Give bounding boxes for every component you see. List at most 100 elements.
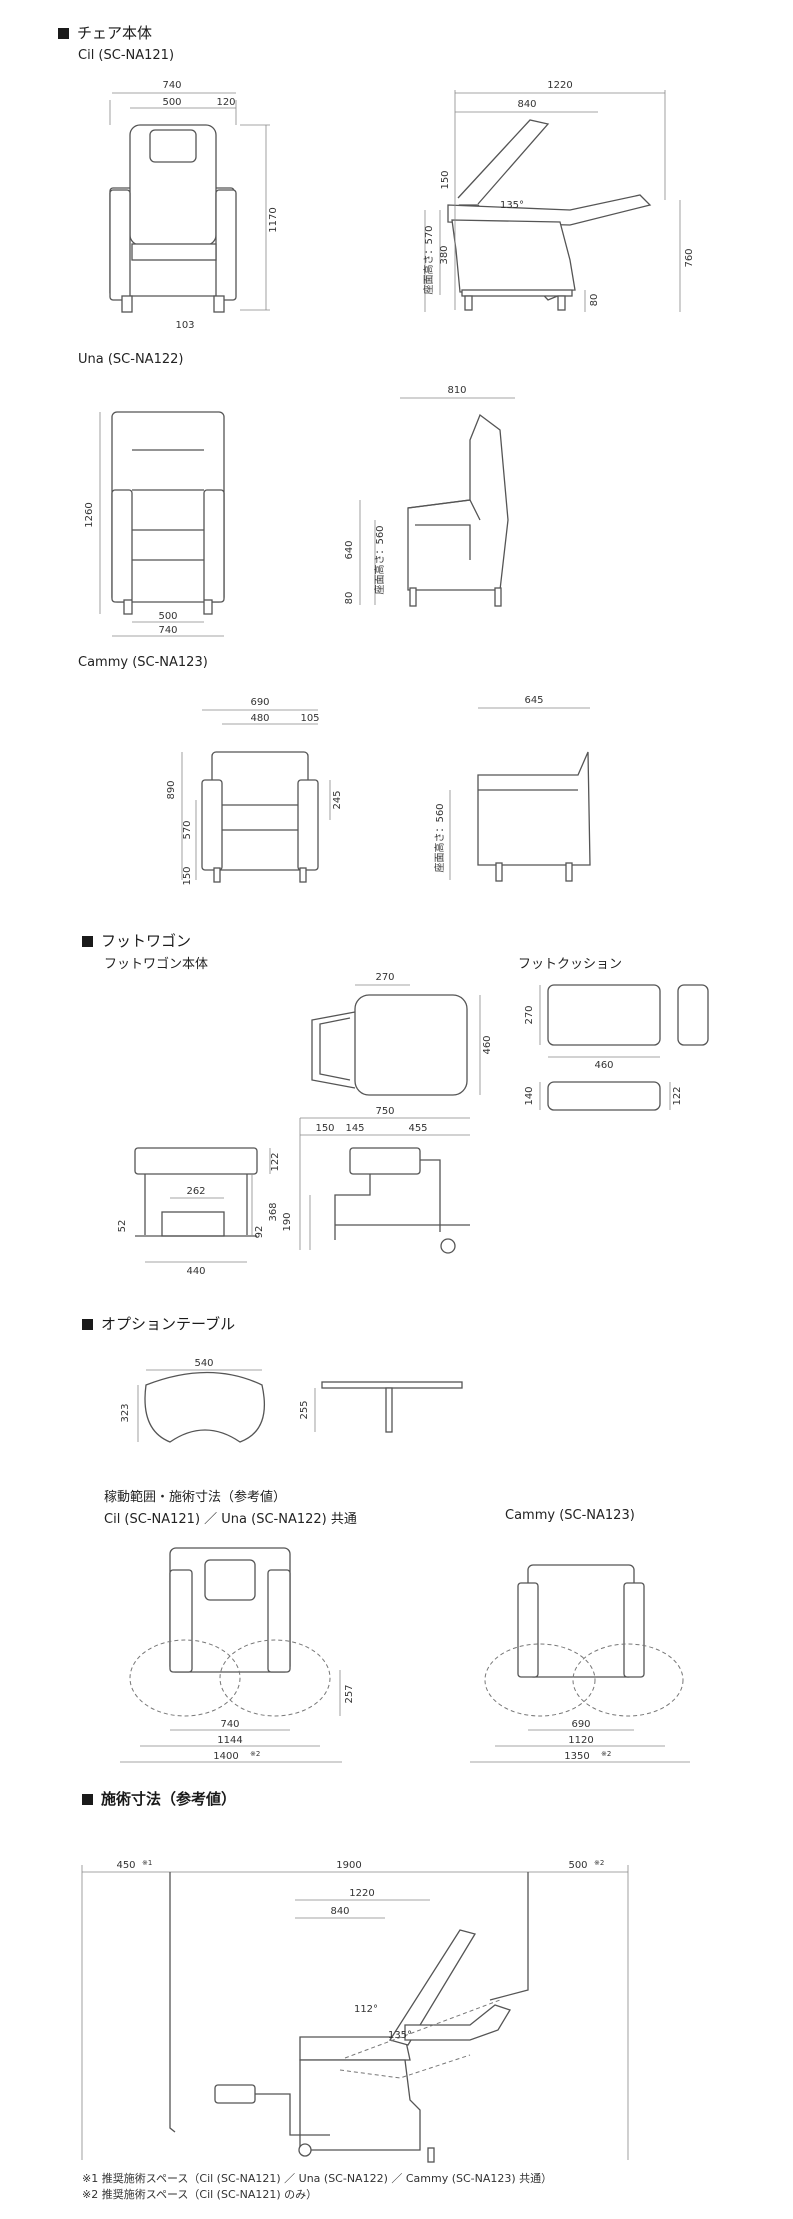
dim-cil-side-seat-height: 座面高さ：570 <box>422 225 435 294</box>
dim-table-255: 255 <box>299 1400 310 1419</box>
dim-cil-side-width: 1220 <box>547 80 572 91</box>
dim-cil-side-380: 380 <box>439 245 450 264</box>
dim-footwagon-front-440: 440 <box>186 1266 205 1277</box>
dim-una-width: 740 <box>158 625 177 636</box>
dim-cushion-270: 270 <box>524 1005 535 1024</box>
dim-cil-side-seat: 840 <box>517 99 536 110</box>
dim-range2-1120: 1120 <box>568 1735 593 1746</box>
dim-cil-side-760: 760 <box>684 248 695 267</box>
foot-cushion-views: 270 460 140 122 <box>524 984 709 1111</box>
square-bullet-icon <box>58 28 69 39</box>
dim-footwagon-side-190: 190 <box>282 1212 293 1231</box>
dim-cammy-150: 150 <box>182 866 193 885</box>
cammy-side-view: 645 座面高さ：560 <box>433 695 591 882</box>
dim-cil-front-height: 1170 <box>268 207 279 232</box>
range-right-label: Cammy (SC-NA123) <box>505 1508 635 1523</box>
section-heading-footwagon: フットワゴン <box>82 930 191 951</box>
dim-range2-1350-note: ※2 <box>601 1750 611 1758</box>
dim-cammy-570: 570 <box>182 820 193 839</box>
section-heading-chair: チェア本体 <box>58 22 152 43</box>
cammy-front-view: 690 480 105 890 570 150 245 <box>166 697 343 886</box>
dim-cil-front-seat: 500 <box>162 97 181 108</box>
cil-side-view: 1220 840 150 135° 座面高さ：570 380 760 80 <box>422 80 695 312</box>
dim-table-540: 540 <box>194 1358 213 1369</box>
dim-range-1400: 1400 <box>213 1751 238 1762</box>
dim-range-740: 740 <box>220 1719 239 1730</box>
dim-footwagon-front-52: 52 <box>117 1220 128 1233</box>
dim-range-257: 257 <box>344 1684 355 1703</box>
dim-cil-side-80: 80 <box>589 294 600 307</box>
dim-cammy-side-seat-height: 座面高さ：560 <box>433 803 446 872</box>
dim-cil-front-arm: 120 <box>216 97 235 108</box>
dim-treatment-angle-135: 135° <box>388 2030 412 2041</box>
dim-footwagon-front-122: 122 <box>270 1152 281 1171</box>
treatment-space-diagram: 450 ※1 1900 500 ※2 1220 840 112° 135° <box>81 1859 629 2163</box>
dim-footwagon-front-92: 92 <box>254 1226 265 1239</box>
dim-cushion-140: 140 <box>524 1086 535 1105</box>
footwagon-side-view: 750 150 145 455 190 <box>282 1106 470 1254</box>
dim-cushion-460: 460 <box>594 1060 613 1071</box>
square-bullet-icon <box>82 1319 93 1330</box>
model-label-cil: Cil (SC-NA121) <box>78 48 175 63</box>
dim-treatment-500-note: ※2 <box>594 1859 604 1867</box>
dim-cil-front-leg: 103 <box>175 320 194 331</box>
dim-footwagon-side-750: 750 <box>375 1106 394 1117</box>
dim-treatment-450: 450 <box>116 1860 135 1871</box>
dim-cil-side-150: 150 <box>440 170 451 189</box>
dim-una-side-80: 80 <box>344 592 355 605</box>
cil-front-view: 740 500 120 1170 103 <box>109 80 279 331</box>
dim-treatment-840: 840 <box>330 1906 349 1917</box>
dim-una-side-seat-height: 座面高さ：560 <box>373 525 386 594</box>
range-diagram-cammy: 690 1120 1350 ※2 <box>470 1564 690 1763</box>
dim-una-height: 1260 <box>84 502 95 527</box>
square-bullet-icon <box>82 936 93 947</box>
range-left-label: Cil (SC-NA121) ／ Una (SC-NA122) 共通 <box>104 1512 357 1527</box>
dim-range-1400-note: ※2 <box>250 1750 260 1758</box>
foot-cushion-label: フットクッション <box>518 957 623 972</box>
dim-cushion-122: 122 <box>672 1086 683 1105</box>
una-front-view: 1260 500 740 <box>84 411 225 637</box>
dim-una-side-640: 640 <box>344 540 355 559</box>
dim-footwagon-front-368: 368 <box>268 1202 279 1221</box>
dim-treatment-1220: 1220 <box>349 1888 374 1899</box>
dim-una-seat: 500 <box>158 611 177 622</box>
dim-treatment-1900: 1900 <box>336 1860 361 1871</box>
dim-cammy-side-width: 645 <box>524 695 543 706</box>
option-table-views: 540 323 255 <box>120 1358 463 1443</box>
range-diagram-cil-una: 740 1144 1400 ※2 257 <box>120 1547 355 1763</box>
dim-footwagon-front-262: 262 <box>186 1186 205 1197</box>
dim-range2-1350: 1350 <box>564 1751 589 1762</box>
dim-cammy-245: 245 <box>332 790 343 809</box>
square-bullet-icon <box>82 1794 93 1805</box>
range-title: 稼動範囲・施術寸法（参考値） <box>104 1490 287 1505</box>
footwagon-top-view: 270 460 <box>311 972 493 1096</box>
dim-treatment-500: 500 <box>568 1860 587 1871</box>
footwagon-body-label: フットワゴン本体 <box>104 957 209 972</box>
dim-cammy-height: 890 <box>166 780 177 799</box>
model-label-una: Una (SC-NA122) <box>78 352 184 367</box>
dim-cil-front-width: 740 <box>162 80 181 91</box>
dim-cil-side-angle: 135° <box>500 200 524 211</box>
una-side-view: 810 640 座面高さ：560 80 <box>344 385 515 607</box>
dim-cammy-seat: 480 <box>250 713 269 724</box>
dim-range-1144: 1144 <box>217 1735 242 1746</box>
dim-una-side-width: 810 <box>447 385 466 396</box>
section-heading-option-table: オプションテーブル <box>82 1313 235 1334</box>
dim-footwagon-top-460: 460 <box>482 1035 493 1054</box>
dim-table-323: 323 <box>120 1403 131 1422</box>
dim-treatment-angle-112: 112° <box>354 2004 378 2015</box>
dim-cammy-width: 690 <box>250 697 269 708</box>
dim-treatment-450-note: ※1 <box>142 1859 152 1867</box>
dim-footwagon-side-145: 145 <box>345 1123 364 1134</box>
dim-range2-690: 690 <box>571 1719 590 1730</box>
footnote-1: ※1 推奨施術スペース（Cil (SC-NA121) ／ Una (SC-NA1… <box>82 2172 553 2185</box>
dim-footwagon-side-455: 455 <box>408 1123 427 1134</box>
footnote-2: ※2 推奨施術スペース（Cil (SC-NA121) のみ） <box>82 2188 318 2201</box>
dim-footwagon-top-270: 270 <box>375 972 394 983</box>
footwagon-front-view: 122 262 52 92 368 440 <box>117 1147 281 1277</box>
model-label-cammy: Cammy (SC-NA123) <box>78 655 208 670</box>
dim-cammy-arm: 105 <box>300 713 319 724</box>
section-heading-treatment: 施術寸法（参考値） <box>82 1788 236 1809</box>
dim-footwagon-side-150: 150 <box>315 1123 334 1134</box>
